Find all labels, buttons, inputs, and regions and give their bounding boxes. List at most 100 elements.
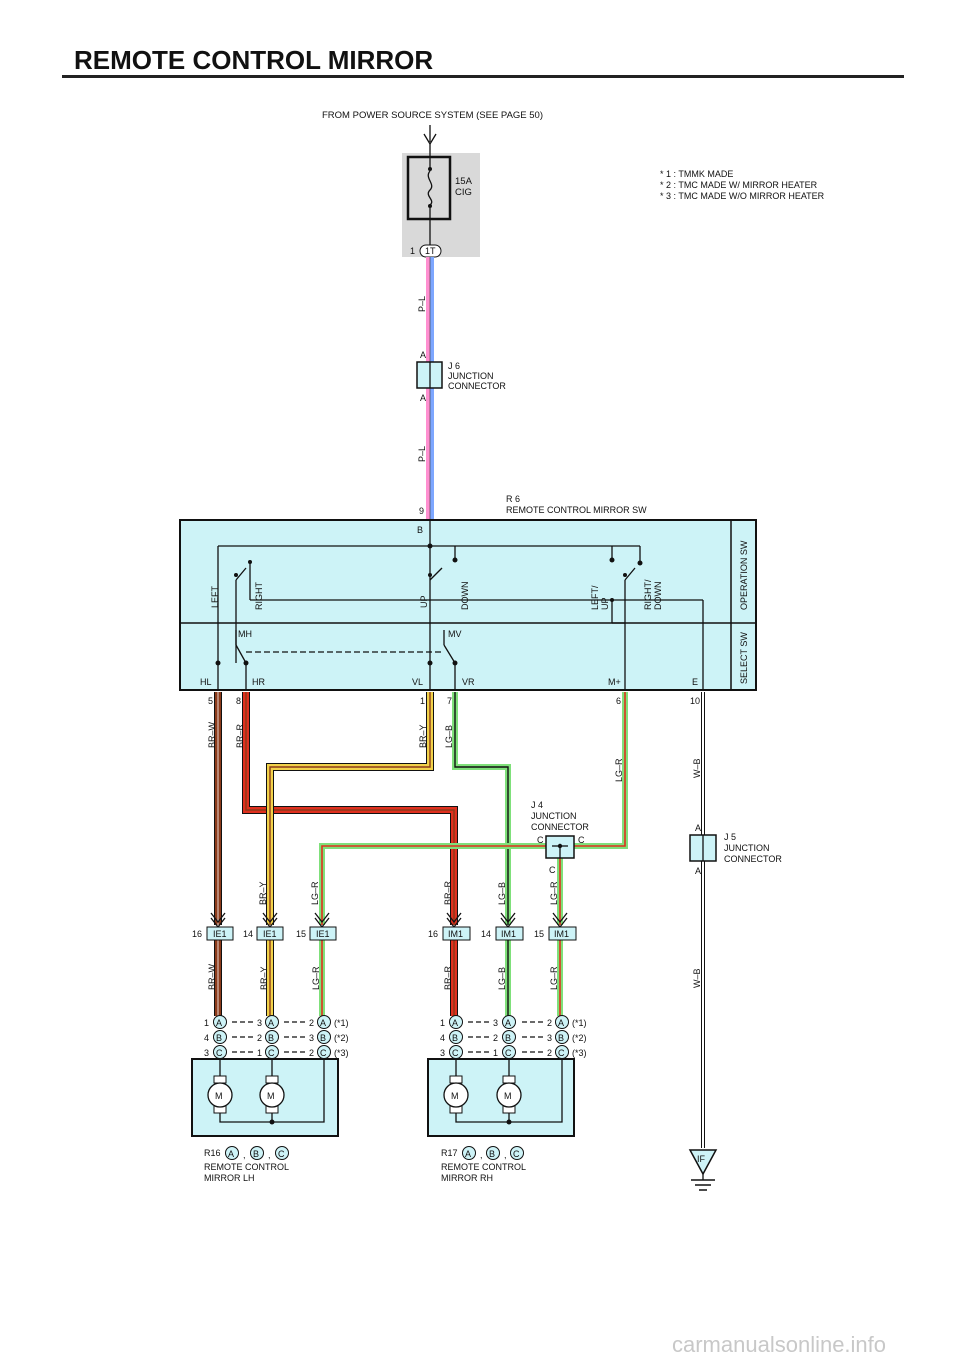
j4-pin-c-left: C (537, 835, 544, 845)
j5-name-1: JUNCTION (724, 843, 770, 853)
svg-text:14: 14 (243, 929, 253, 939)
terminal-e: E (692, 677, 698, 687)
watermark: carmanualsonline.info (672, 1332, 886, 1357)
svg-text:2: 2 (309, 1018, 314, 1028)
svg-text:M: M (267, 1091, 275, 1101)
svg-text:B: B (320, 1033, 326, 1043)
wire-label-br-w-2: BR–W (207, 963, 217, 990)
svg-text:(*3): (*3) (572, 1048, 587, 1058)
svg-text:A: A (216, 1018, 222, 1028)
svg-text:IF: IF (697, 1154, 706, 1164)
r6-switch-box (179, 519, 757, 691)
svg-text:REMOTE CONTROL: REMOTE CONTROL (204, 1162, 289, 1172)
contact-left-up (609, 557, 615, 563)
r6-pin-b-number: 9 (419, 506, 424, 516)
wire-label-lg-r-2: LG–R (310, 881, 320, 905)
label-left: LEFT (210, 585, 220, 608)
contact-down (452, 557, 458, 563)
mirror-lh-pin-table: A B C A B C A B C 1 4 3 3 2 1 2 3 2 (*1)… (204, 1015, 349, 1059)
operation-sw-label: OPERATION SW (739, 540, 749, 610)
terminal-hl: HL (200, 677, 212, 687)
fuse-connector-pin: 1 (410, 246, 415, 256)
svg-text:C: C (320, 1048, 327, 1058)
mirror-rh-pin-table: A B C A B C A B C 1 4 3 3 2 1 2 3 2 (*1)… (440, 1015, 587, 1059)
wire-label-br-y-1: BR–Y (418, 724, 428, 748)
svg-text:B: B (452, 1033, 458, 1043)
svg-text:1: 1 (493, 1048, 498, 1058)
contact-right (248, 560, 252, 564)
terminal-vr: VR (462, 677, 475, 687)
svg-text:3: 3 (440, 1048, 445, 1058)
svg-text:C: C (513, 1149, 520, 1159)
connector-im1-14: IM1 14 (481, 912, 524, 941)
svg-text:B: B (216, 1033, 222, 1043)
title-underline (62, 75, 904, 78)
wire-br-r (242, 692, 458, 925)
svg-text:3: 3 (309, 1033, 314, 1043)
wire-label-w-b-1: W–B (692, 758, 702, 778)
contact-left-up-common (623, 573, 627, 577)
label-mh: MH (238, 629, 252, 639)
select-sw-label: SELECT SW (739, 632, 749, 684)
svg-text:(*2): (*2) (334, 1033, 349, 1043)
svg-text:A: A (505, 1018, 511, 1028)
svg-text:C: C (216, 1048, 223, 1058)
svg-text:IE1: IE1 (263, 929, 277, 939)
mirror-rh-label: R17 A , B , C REMOTE CONTROL MIRROR RH (441, 1146, 526, 1183)
terminal-hr: HR (252, 677, 265, 687)
svg-text:MIRROR RH: MIRROR RH (441, 1173, 493, 1183)
mirror-lh-label: R16 A , B , C REMOTE CONTROL MIRROR LH (204, 1146, 289, 1183)
pin-e: 10 (690, 696, 700, 706)
contact-vl (427, 660, 433, 666)
wire-label-lg-r-3: LG–R (549, 881, 559, 905)
wire-label-lg-b-2: LG–B (497, 882, 507, 905)
junction-dot-b (427, 543, 433, 549)
contact-hr (243, 660, 249, 666)
r6-name: REMOTE CONTROL MIRROR SW (506, 505, 647, 515)
fuse-block-background (402, 153, 480, 257)
svg-text:(*2): (*2) (572, 1033, 587, 1043)
svg-text:14: 14 (481, 929, 491, 939)
svg-text:IE1: IE1 (213, 929, 227, 939)
svg-text:2: 2 (547, 1018, 552, 1028)
label-right-down-1: RIGHT/ (643, 579, 653, 610)
wire-label-w-b-2: W–B (692, 968, 702, 988)
r6-pin-b: B (417, 525, 423, 535)
svg-text:C: C (268, 1048, 275, 1058)
fuse-holder (406, 155, 452, 221)
connector-ie1-15: IE1 15 (296, 912, 337, 941)
power-source-label: FROM POWER SOURCE SYSTEM (SEE PAGE 50) (322, 110, 543, 121)
svg-text:A: A (465, 1149, 471, 1159)
label-up: UP (419, 595, 429, 608)
label-left-up-1: LEFT/ (590, 585, 600, 610)
svg-text:,: , (268, 1150, 271, 1160)
svg-text:4: 4 (440, 1033, 445, 1043)
lower-wires (214, 940, 563, 1016)
svg-text:1: 1 (204, 1018, 209, 1028)
svg-text:4: 4 (204, 1033, 209, 1043)
svg-text:B: B (505, 1033, 511, 1043)
connector-im1-15: IM1 15 (534, 912, 577, 941)
svg-text:B: B (268, 1033, 274, 1043)
svg-text:2: 2 (493, 1033, 498, 1043)
pin-mplus: 6 (616, 696, 621, 706)
terminal-mplus: M+ (608, 677, 621, 687)
svg-text:MIRROR LH: MIRROR LH (204, 1173, 255, 1183)
contact-right-down (637, 560, 643, 566)
wire-label-lg-r-1: LG–R (614, 758, 624, 782)
j6-id: J 6 (448, 361, 460, 371)
label-mv: MV (448, 629, 462, 639)
contact-vr (452, 660, 458, 666)
svg-text:(*3): (*3) (334, 1048, 349, 1058)
connector-ie1-16: IE1 16 (192, 912, 234, 941)
j5-id: J 5 (724, 832, 736, 842)
connector-ie1-14: IE1 14 (243, 912, 284, 941)
svg-text:A: A (452, 1018, 458, 1028)
wire-label-lg-r-4: LG–R (311, 966, 321, 990)
contact-hl (215, 660, 221, 666)
svg-text:M: M (504, 1091, 512, 1101)
ground-icon: IF (688, 1149, 718, 1191)
svg-text:A: A (320, 1018, 326, 1028)
wire-label-br-y-2: BR–Y (258, 881, 268, 905)
j4-name-1: JUNCTION (531, 811, 577, 821)
